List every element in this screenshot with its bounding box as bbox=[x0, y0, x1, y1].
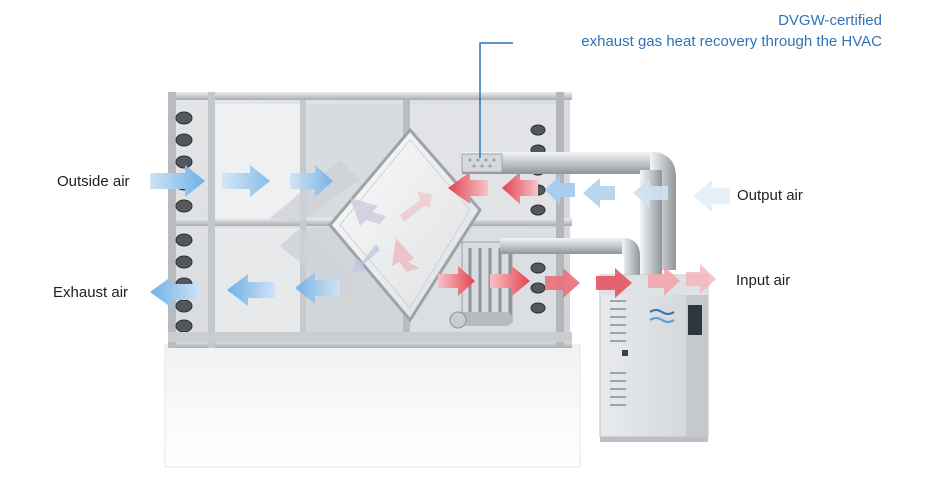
warm-return-arrows bbox=[448, 172, 538, 204]
gas-boiler-unit bbox=[599, 274, 709, 442]
output-air-arrows bbox=[545, 175, 730, 212]
exhaust-air-label: Exhaust air bbox=[53, 284, 129, 301]
unit-plinth bbox=[164, 344, 581, 468]
exhaust-air-arrows bbox=[150, 272, 340, 308]
heat-recovery-callout: DVGW-certified exhaust gas heat recovery… bbox=[581, 10, 882, 52]
callout-line-2: exhaust gas heat recovery through the HV… bbox=[581, 33, 882, 50]
outside-air-label: Outside air bbox=[57, 173, 130, 190]
exchanger-flow-arrows bbox=[350, 192, 432, 272]
callout-line-1: DVGW-certified bbox=[778, 12, 882, 29]
outside-air-arrows bbox=[150, 165, 333, 197]
input-air-label: Input air bbox=[736, 272, 791, 289]
input-air-arrows bbox=[438, 264, 716, 298]
callout-leader bbox=[479, 42, 513, 158]
output-air-label: Output air bbox=[737, 187, 803, 204]
